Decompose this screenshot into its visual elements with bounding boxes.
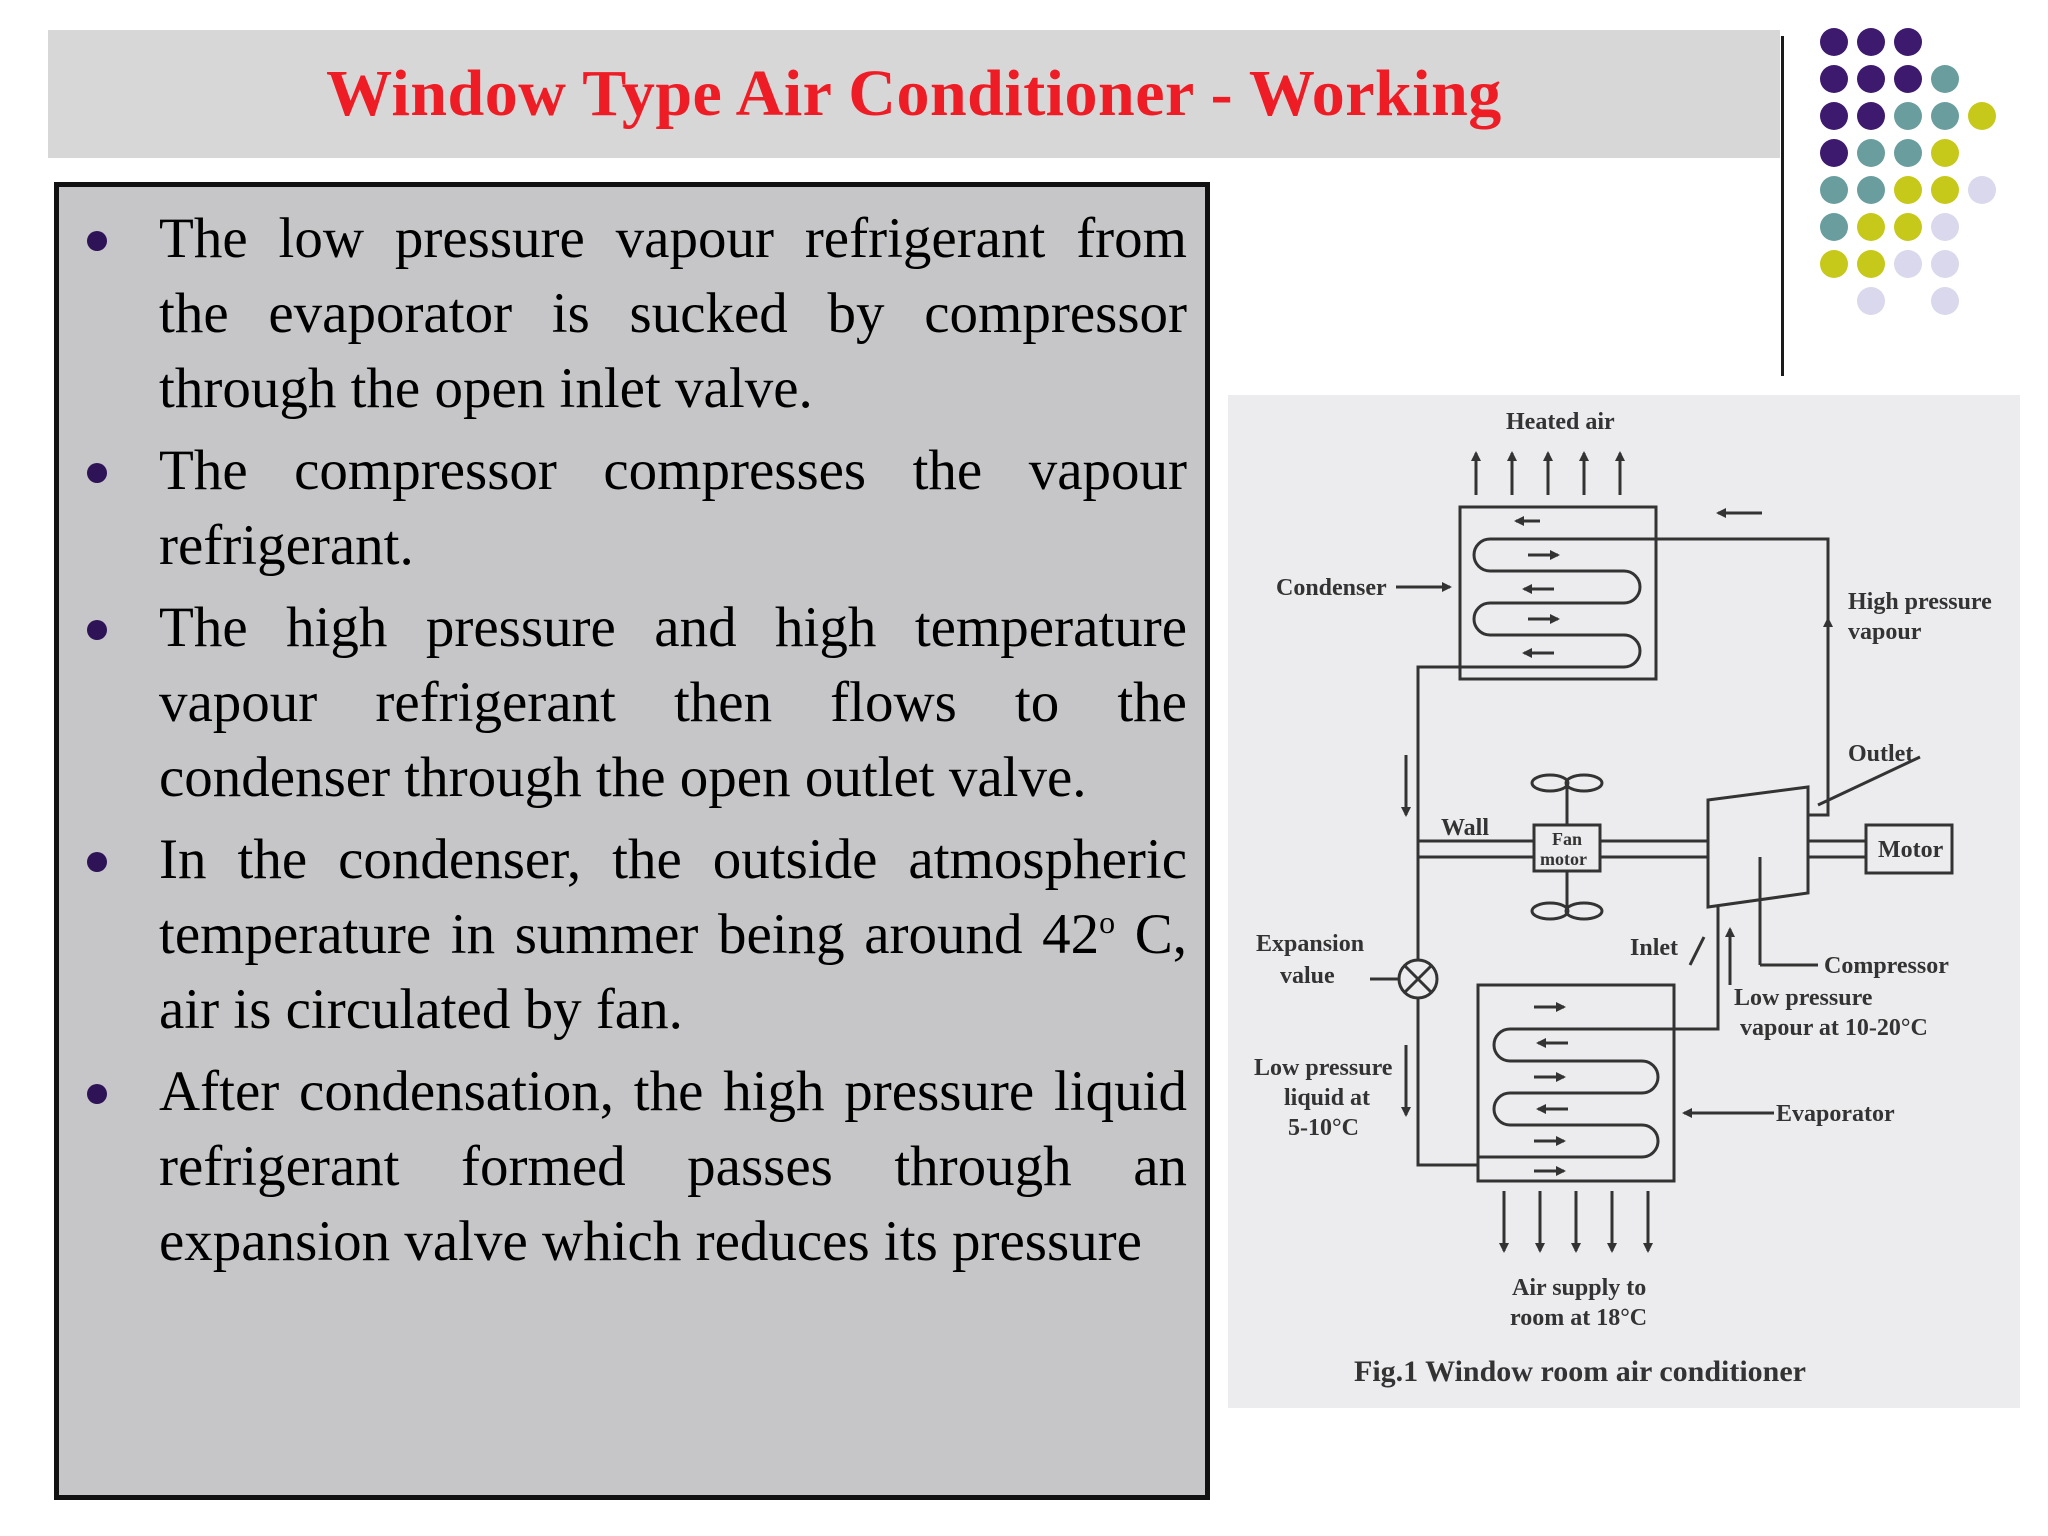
decorative-dot	[1820, 139, 1848, 167]
bullet-marker	[87, 620, 107, 640]
decorative-dot	[1857, 176, 1885, 204]
ac-diagram-figure: Heated air Condenser High pressure vapou…	[1228, 395, 2020, 1408]
motor-box	[1864, 823, 1954, 875]
inlet-pipe	[1648, 907, 1720, 1031]
bullet-marker	[87, 1084, 107, 1104]
label-low-pressure-liquid: Low pressure	[1254, 1055, 1393, 1081]
decorative-dot	[1931, 176, 1959, 204]
decorative-dot-grid	[1820, 28, 2020, 338]
label-air-supply-temp: room at 18°C	[1510, 1305, 1647, 1331]
condenser-box	[1458, 505, 1658, 681]
label-air-supply: Air supply to	[1512, 1275, 1646, 1301]
bullet-text: The low pressure vapour refrigerant from…	[159, 207, 1187, 420]
fan-blade	[1530, 773, 1570, 793]
decorative-dot	[1931, 287, 1959, 315]
title-bar: Window Type Air Conditioner - Working	[48, 30, 1780, 158]
decorative-dot	[1931, 65, 1959, 93]
label-evaporator: Evaporator	[1776, 1101, 1895, 1127]
decorative-dot	[1894, 213, 1922, 241]
label-compressor: Compressor	[1824, 953, 1949, 979]
inlet-leader	[1688, 936, 1706, 966]
label-outlet: Outlet	[1848, 741, 1913, 767]
decorative-dot	[1894, 28, 1922, 56]
decorative-dot	[1931, 213, 1959, 241]
label-condenser: Condenser	[1276, 575, 1387, 601]
bullet-item: The low pressure vapour refrigerant from…	[59, 201, 1205, 426]
figure-caption: Fig.1 Window room air conditioner	[1354, 1355, 1806, 1388]
label-inlet: Inlet	[1630, 935, 1678, 961]
bullet-text: In the condenser, the outside atmospheri…	[159, 828, 1187, 1041]
bullet-marker	[87, 852, 107, 872]
decorative-dot	[1894, 250, 1922, 278]
label-motor: Motor	[1878, 837, 1944, 863]
label-fan-motor: motor	[1540, 849, 1587, 869]
decorative-dot	[1820, 213, 1848, 241]
decorative-dot	[1857, 65, 1885, 93]
bullet-item: In the condenser, the outside atmospheri…	[59, 822, 1205, 1047]
bullet-list: The low pressure vapour refrigerant from…	[59, 201, 1205, 1286]
decorative-dot	[1894, 102, 1922, 130]
decorative-dot	[1894, 65, 1922, 93]
label-heated-air: Heated air	[1506, 409, 1615, 435]
bullet-item: After condensation, the high pressure li…	[59, 1054, 1205, 1279]
decorative-dot	[1857, 287, 1885, 315]
label-wall: Wall	[1441, 815, 1489, 841]
decorative-dot	[1857, 102, 1885, 130]
decorative-dot	[1894, 139, 1922, 167]
slide-title: Window Type Air Conditioner - Working	[326, 57, 1502, 130]
bullet-marker	[87, 231, 107, 251]
label-low-pressure-liquid-at: liquid at	[1284, 1085, 1370, 1111]
bullet-item: The high pressure and high temperature v…	[59, 590, 1205, 815]
bullet-item: The compressor compresses the vapour ref…	[59, 433, 1205, 583]
bullet-text: The high pressure and high temperature v…	[159, 596, 1187, 809]
decorative-dot	[1820, 250, 1848, 278]
decorative-dot	[1968, 102, 1996, 130]
decorative-dot	[1894, 176, 1922, 204]
label-low-pressure-vapour: Low pressure	[1734, 985, 1873, 1011]
evaporator-box	[1476, 983, 1676, 1183]
fan-blade	[1564, 901, 1604, 921]
decorative-dot	[1857, 250, 1885, 278]
vertical-divider	[1781, 36, 1784, 376]
label-low-pressure-vapour-temp: vapour at 10-20°C	[1740, 1015, 1928, 1041]
high-pressure-pipe	[1656, 537, 1830, 817]
decorative-dot	[1931, 139, 1959, 167]
outlet-leader	[1817, 755, 1921, 807]
label-low-pressure-liquid-temp: 5-10°C	[1288, 1115, 1359, 1141]
degree-superscript: o	[1099, 904, 1116, 940]
fan-blade	[1530, 901, 1570, 921]
bullet-marker	[87, 463, 107, 483]
condenser-coil	[1472, 537, 1656, 669]
bullet-text: After condensation, the high pressure li…	[159, 1060, 1187, 1273]
low-pressure-pipe	[1416, 997, 1478, 1167]
fan-blade	[1564, 773, 1604, 793]
decorative-dot	[1968, 176, 1996, 204]
decorative-dot	[1857, 213, 1885, 241]
decorative-dot	[1820, 28, 1848, 56]
label-fan: Fan	[1552, 829, 1582, 849]
decorative-dot	[1820, 65, 1848, 93]
label-expansion: Expansion	[1256, 931, 1364, 957]
bullet-text: The compressor compresses the vapour ref…	[159, 439, 1187, 577]
decorative-dot	[1820, 102, 1848, 130]
label-expansion-valve: value	[1280, 963, 1335, 989]
decorative-dot	[1857, 28, 1885, 56]
decorative-dot	[1857, 139, 1885, 167]
content-box: The low pressure vapour refrigerant from…	[54, 182, 1210, 1500]
decorative-dot	[1931, 102, 1959, 130]
label-high-pressure-vapour: vapour	[1848, 619, 1922, 645]
ac-diagram: Heated air Condenser High pressure vapou…	[1254, 409, 1992, 1388]
liquid-pipe	[1416, 665, 1512, 961]
compressor-body	[1706, 785, 1810, 909]
evaporator-coil	[1478, 1027, 1660, 1159]
decorative-dot	[1931, 250, 1959, 278]
label-high-pressure: High pressure	[1848, 589, 1992, 615]
decorative-dot	[1820, 176, 1848, 204]
